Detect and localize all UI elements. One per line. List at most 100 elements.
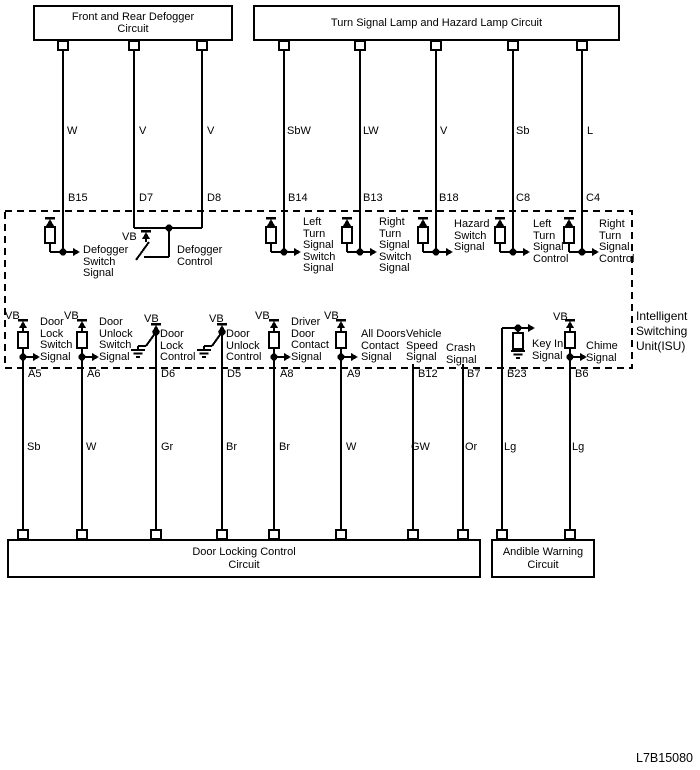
resistor-symbol (564, 331, 576, 349)
connector-tab (278, 40, 290, 51)
signal-arrow-head (33, 353, 40, 361)
signal-label: Right Turn Signal Control (599, 218, 635, 265)
box-label: Front and Rear Defogger Circuit (71, 10, 195, 36)
vb-power-symbol (152, 325, 160, 332)
wire-color-label: Or (465, 441, 478, 453)
pin-label: C8 (516, 192, 531, 204)
vb-label: VB (64, 310, 79, 322)
pin-label: B18 (439, 192, 459, 204)
part-number: L7B15080 (636, 751, 694, 765)
box-door-locking-control-circuit: Door Locking Control Circuit (7, 539, 481, 578)
connector-tab (268, 529, 280, 540)
wire-color-label: Br (279, 441, 290, 453)
vb-power-symbol (19, 321, 27, 328)
vb-power-symbol (566, 321, 574, 328)
box-audible-warning-circuit: Andible Warning Circuit (491, 539, 595, 578)
signal-label: Hazard Switch Signal (454, 218, 490, 253)
connector-tab (17, 529, 29, 540)
connector-tab (335, 529, 347, 540)
vb-power-symbol (78, 321, 86, 328)
vb-label: VB (209, 313, 224, 325)
vb-label: VB (255, 310, 270, 322)
box-front-and-rear-defogger-circuit: Front and Rear Defogger Circuit (33, 5, 233, 41)
vb-label: VB (144, 313, 159, 325)
signal-label: Defogger Switch Signal (83, 244, 129, 279)
wire-color-label: W (346, 441, 357, 453)
wire-color-label: Br (226, 441, 237, 453)
pin-label: C4 (586, 192, 601, 204)
connector-tab (564, 529, 576, 540)
wire-color-label: Lg (504, 441, 517, 453)
resistor-symbol (335, 331, 347, 349)
signal-arrow-head (351, 353, 358, 361)
connector-tab (496, 529, 508, 540)
signal-label: All Doors Contact Signal (361, 328, 406, 363)
vb-power-symbol (496, 219, 504, 226)
connector-tab (354, 40, 366, 51)
signal-label: Right Turn Signal Switch Signal (379, 216, 412, 274)
signal-label: Key In Signal (532, 338, 564, 362)
resistor-symbol (494, 226, 506, 244)
wire-color-label: GW (411, 441, 430, 453)
vb-label: VB (122, 231, 137, 243)
pin-label: B7 (467, 368, 481, 380)
pin-label: D8 (207, 192, 222, 204)
wire-color-label: V (139, 125, 147, 137)
wire-color-label: V (440, 125, 448, 137)
signal-label: Door Unlock Switch Signal (99, 316, 133, 363)
resistor-symbol (17, 331, 29, 349)
wire-color-label: Gr (161, 441, 174, 453)
box-label: Andible Warning Circuit (502, 546, 584, 571)
connector-tab (457, 529, 469, 540)
signal-arrow-head (370, 248, 377, 256)
pin-label: D5 (227, 368, 242, 380)
signal-arrow-head (580, 353, 587, 361)
signal-arrow-head (592, 248, 599, 256)
vb-power-symbol (419, 219, 427, 226)
pin-label: A6 (87, 368, 101, 380)
box-label: Turn Signal Lamp and Hazard Lamp Circuit (330, 16, 543, 29)
wire-color-label: V (207, 125, 215, 137)
vb-power-symbol (343, 219, 351, 226)
signal-label: Chime Signal (586, 340, 618, 364)
isu-name-label: Intelligent Switching Unit(ISU) (636, 309, 688, 353)
pin-label: D6 (161, 368, 176, 380)
signal-label: Door Lock Switch Signal (40, 316, 73, 363)
wire-color-label: W (67, 125, 78, 137)
resistor-symbol (417, 226, 429, 244)
vb-power-symbol (218, 325, 226, 332)
pin-label: A9 (347, 368, 361, 380)
resistor-symbol (268, 331, 280, 349)
pin-label: B12 (418, 368, 438, 380)
signal-arrow-head (73, 248, 80, 256)
connector-tab (76, 529, 88, 540)
signal-label: Left Turn Signal Control (533, 218, 569, 265)
vb-power-symbol (565, 219, 573, 226)
vb-label: VB (5, 310, 20, 322)
wire-color-label: SbW (287, 125, 311, 137)
signal-arrow-head (528, 324, 535, 332)
isu-dashed-border (4, 210, 633, 369)
switch-arm (145, 331, 157, 347)
signal-arrow-head (92, 353, 99, 361)
vb-power-symbol (142, 232, 150, 239)
vb-power-symbol (270, 321, 278, 328)
connector-tab (407, 529, 419, 540)
vb-power-symbol (46, 219, 54, 226)
signal-arrow-head (284, 353, 291, 361)
resistor-symbol (512, 332, 524, 350)
signal-label: Driver Door Contact Signal (291, 316, 329, 363)
vb-power-symbol (267, 219, 275, 226)
signal-label: Vehicle Speed Signal (406, 328, 442, 363)
signal-label: Left Turn Signal Switch Signal (303, 216, 336, 274)
resistor-symbol (76, 331, 88, 349)
vb-label: VB (553, 311, 568, 323)
switch-arm (135, 241, 150, 261)
wire-color-label: Lg (572, 441, 585, 453)
signal-label: Door Lock Control (160, 328, 196, 363)
pin-label: A8 (280, 368, 294, 380)
signal-label: Crash Signal (446, 342, 477, 366)
vb-label: VB (324, 310, 339, 322)
connector-tab (128, 40, 140, 51)
